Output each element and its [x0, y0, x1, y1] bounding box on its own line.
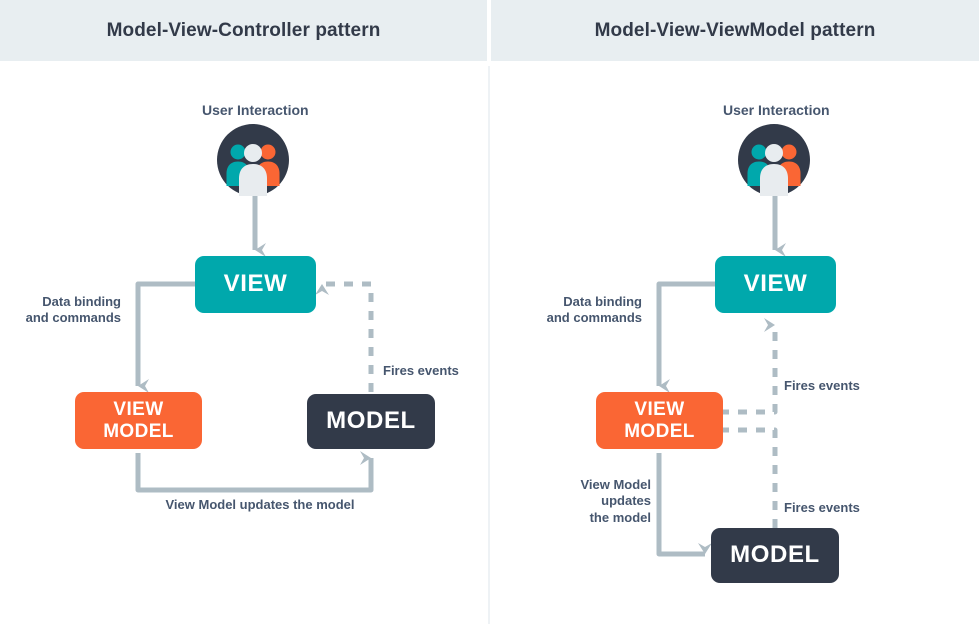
view-box-mvc[interactable]: VIEW: [195, 256, 316, 313]
data-binding-label-mvvm: Data binding and commands: [521, 294, 642, 327]
panel-header-mvc: Model-View-Controller pattern: [0, 0, 487, 61]
view-model-box-mvvm[interactable]: VIEW MODEL: [596, 392, 723, 449]
data-binding-label-mvc: Data binding and commands: [0, 294, 121, 327]
fires-events-label-mvc: Fires events: [383, 363, 459, 378]
updates-model-label-mvc: View Model updates the model: [165, 497, 355, 512]
updates-model-label-line2-mvvm: updates: [601, 493, 651, 509]
data-binding-label-line2-mvc: and commands: [25, 310, 121, 326]
data-binding-label-line2-mvvm: and commands: [546, 310, 642, 326]
view-model-box-mvc[interactable]: VIEW MODEL: [75, 392, 202, 449]
view-box-label-mvc: VIEW: [223, 270, 288, 298]
model-box-mvc[interactable]: MODEL: [307, 394, 435, 449]
fires-events-bottom-label-mvvm: Fires events: [784, 500, 860, 515]
fires-events-top-label-mvvm: Fires events: [784, 378, 860, 393]
model-box-label-mvc: MODEL: [326, 407, 416, 435]
data-binding-label-line1-mvc: Data binding: [42, 294, 121, 309]
panel-divider: [488, 66, 490, 624]
view-box-label-mvvm: VIEW: [743, 270, 808, 298]
user-interaction-caption-mvvm: User Interaction: [723, 102, 830, 118]
view-box-mvvm[interactable]: VIEW: [715, 256, 836, 313]
view-model-box-label-line2-mvvm: MODEL: [624, 420, 695, 442]
updates-model-label-line1-mvvm: View Model: [580, 477, 651, 492]
panel-title-mvvm: Model-View-ViewModel pattern: [594, 19, 876, 41]
updates-model-label-line3-mvvm: the model: [589, 509, 651, 525]
people-group-icon: [738, 124, 810, 196]
user-interaction-caption-mvc: User Interaction: [202, 102, 309, 118]
panel-header-mvvm: Model-View-ViewModel pattern: [491, 0, 979, 61]
panel-title-mvc: Model-View-Controller pattern: [106, 19, 381, 41]
people-group-icon: [217, 124, 289, 196]
data-binding-label-line1-mvvm: Data binding: [563, 294, 642, 309]
view-model-box-label-line1-mvvm: VIEW: [634, 399, 685, 421]
view-model-box-label-line2-mvc: MODEL: [103, 420, 174, 442]
model-box-mvvm[interactable]: MODEL: [711, 528, 839, 583]
view-model-box-label-line1-mvc: VIEW: [113, 399, 164, 421]
model-box-label-mvvm: MODEL: [730, 541, 820, 569]
updates-model-label-mvvm: View Model updates the model: [511, 477, 651, 526]
